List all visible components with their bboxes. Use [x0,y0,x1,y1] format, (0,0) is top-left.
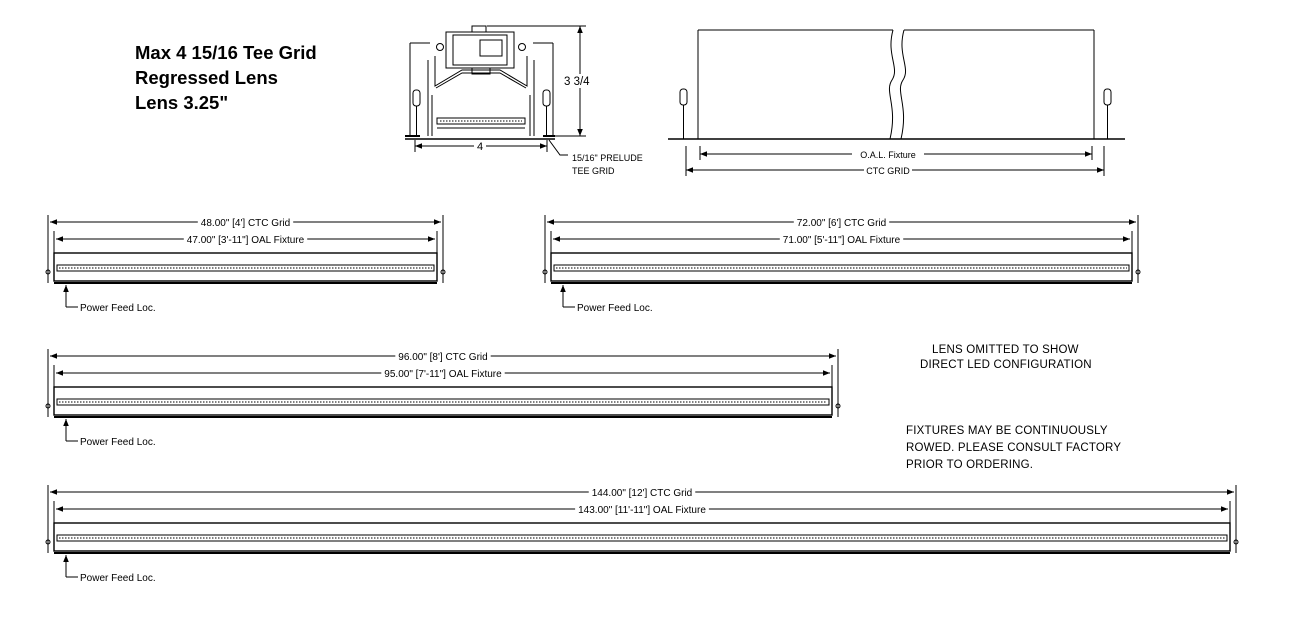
elevation-oal-label: O.A.L. Fixture [860,150,916,160]
fixture-2-ctc-label-bg [793,217,890,229]
fixture-4-ctc-label-bg [588,487,696,499]
section-width-label: 4 [477,141,483,153]
cross-section-detail [405,25,586,156]
fixture-1-power-feed-label: Power Feed Loc. [80,303,156,314]
elevation-ctc-label: CTC GRID [866,166,910,176]
fixture-2 [542,215,1141,308]
title-line-2: Regressed Lens [135,67,278,88]
fixture-3-oal-label-bg [381,368,505,380]
title-line-1: Max 4 15/16 Tee Grid [135,42,317,63]
fixture-4-oal-label-bg [575,504,709,516]
fixture-2-oal-label-bg [779,234,904,246]
section-height-label: 3 3/4 [564,76,590,88]
fixture-2-ctc-label: 72.00" [6'] CTC Grid [797,218,886,229]
fixture-2-oal-label: 71.00" [5'-11"] OAL Fixture [783,235,901,246]
fixture-2-power-feed-label: Power Feed Loc. [577,303,653,314]
tee-grid-label-1: 15/16" PRELUDE [572,153,643,163]
fixture-elevations: 48.00" [4'] CTC Grid 47.00" [3'-11"] OAL … [45,215,1239,584]
fixture-1-ctc-label-bg [197,217,294,229]
fixture-1-oal-label-bg [183,234,308,246]
rows-note-line-3: PRIOR TO ORDERING. [906,459,1034,471]
title-line-3: Lens 3.25" [135,92,229,113]
lens-note-line-2: DIRECT LED CONFIGURATION [920,359,1092,371]
fixture-3-ctc-label-bg [395,351,491,363]
fixture-4-ctc-label: 144.00" [12'] CTC Grid [592,488,693,499]
fixture-3-ctc-label: 96.00" [8'] CTC Grid [398,352,487,363]
fixture-4-oal-label: 143.00" [11'-11"] OAL Fixture [578,505,706,516]
fixture-3-oal-label: 95.00" [7'-11"] OAL Fixture [384,369,502,380]
tee-grid-label-2: TEE GRID [572,166,615,176]
fixture-1-ctc-label: 48.00" [4'] CTC Grid [201,218,290,229]
elevation-detail [668,29,1125,176]
rows-note-line-1: FIXTURES MAY BE CONTINUOUSLY [906,425,1108,437]
rows-note-line-2: ROWED. PLEASE CONSULT FACTORY [906,442,1122,454]
lens-note-line-1: LENS OMITTED TO SHOW [932,344,1079,356]
fixture-3-power-feed-label: Power Feed Loc. [80,437,156,448]
fixture-4-power-feed-label: Power Feed Loc. [80,573,156,584]
fixture-1-oal-label: 47.00" [3'-11"] OAL Fixture [187,235,305,246]
